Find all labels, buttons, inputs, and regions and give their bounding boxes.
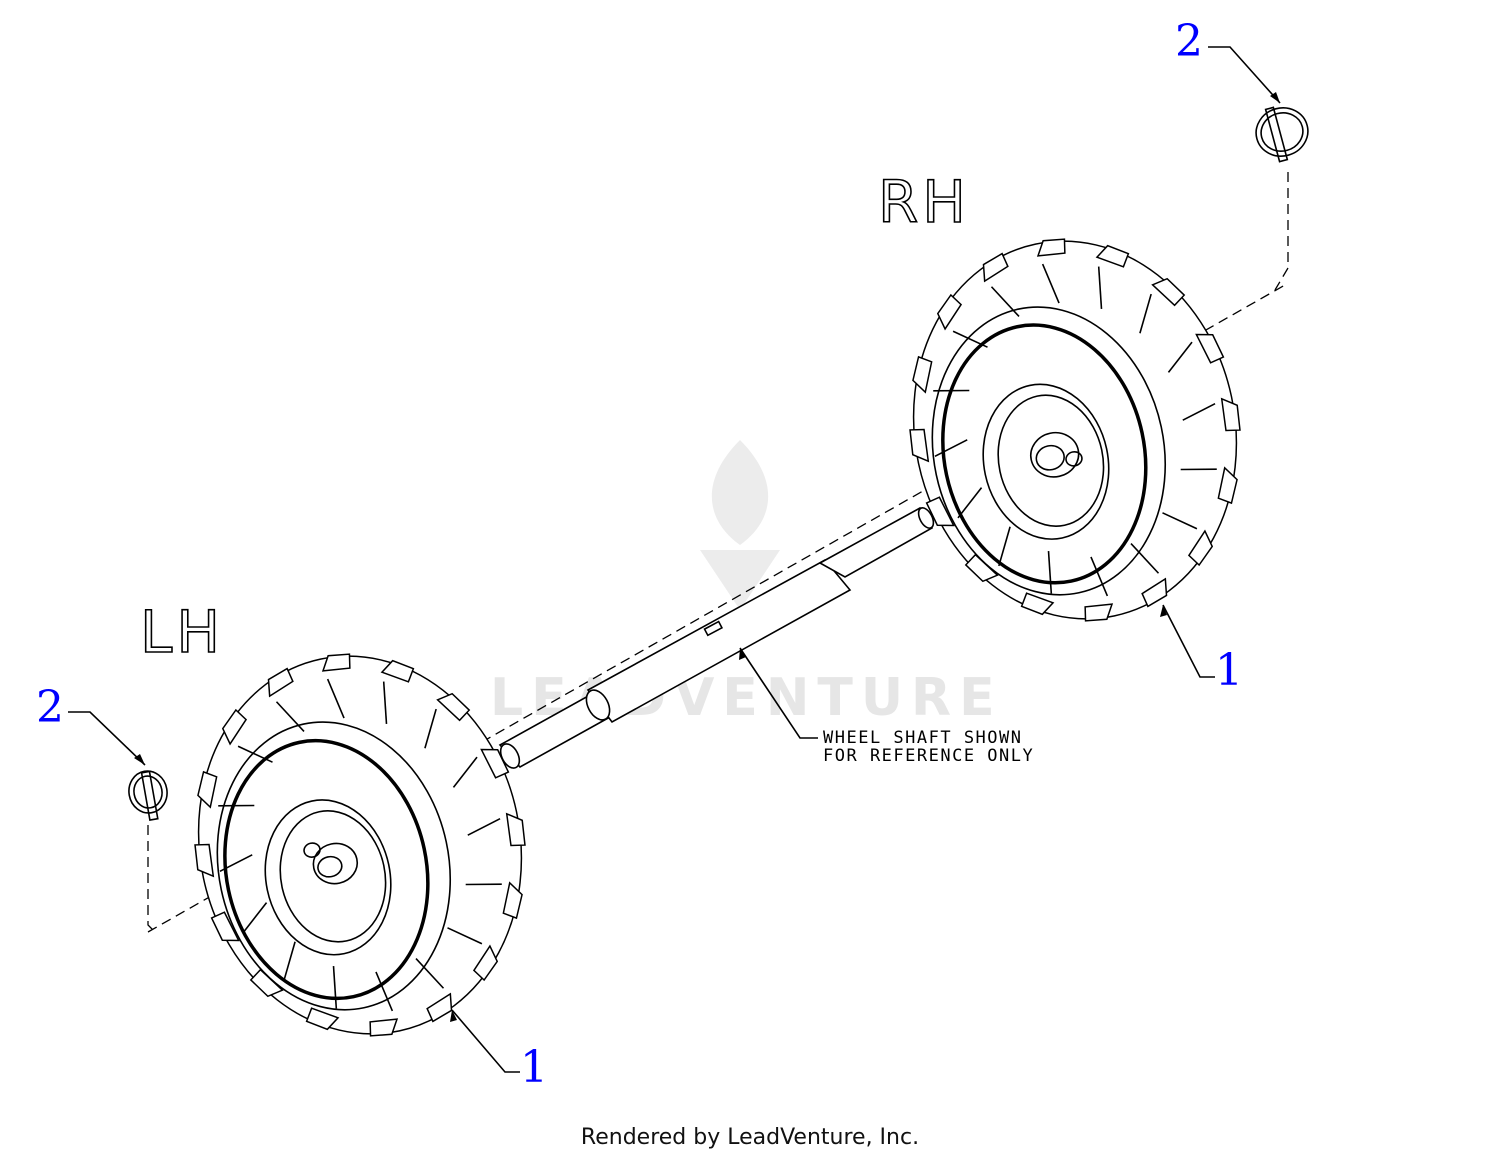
tread-groove — [326, 678, 345, 719]
watermark-flame-icon — [700, 440, 780, 610]
shaft-note-line1: WHEEL SHAFT SHOWN — [823, 728, 1023, 748]
tread-groove — [275, 701, 305, 732]
tread-groove — [452, 756, 478, 788]
lh-label: LH — [140, 598, 224, 666]
tread-lug — [480, 748, 510, 779]
tread-lug — [502, 881, 523, 920]
shaft-note-line2: FOR REFERENCE ONLY — [823, 746, 1034, 766]
tread-groove — [467, 817, 501, 836]
tread-lug — [1187, 529, 1214, 567]
tread-lug — [321, 653, 351, 672]
tread-groove — [332, 966, 338, 1009]
tread-groove — [1139, 293, 1152, 334]
lh-clip-path — [147, 825, 156, 933]
rh-tread-lugs — [909, 238, 1241, 622]
tread-lug — [267, 667, 294, 698]
leader-arrowheads — [134, 92, 1280, 1022]
tread-lug — [210, 911, 240, 942]
tread-lug — [912, 355, 933, 394]
tread-groove — [1167, 341, 1193, 373]
tread-groove — [415, 958, 445, 989]
tread-lug — [194, 843, 215, 878]
tread-groove — [1180, 468, 1217, 471]
callout-lh-wheel[interactable]: 1 — [520, 1042, 548, 1093]
tread-lug — [1141, 577, 1168, 608]
tread-groove — [1182, 402, 1216, 421]
tread-groove — [465, 883, 502, 886]
tread-lug — [1020, 592, 1055, 616]
tread-lug — [426, 992, 453, 1023]
callout-rh-pin[interactable]: 2 — [1175, 16, 1203, 67]
tread-groove — [934, 439, 968, 458]
lh-wheel[interactable] — [160, 623, 560, 1066]
tread-lug — [369, 1018, 399, 1037]
tread-groove — [424, 708, 437, 749]
tread-groove — [447, 927, 483, 945]
tread-lug — [936, 293, 963, 331]
tread-groove — [1041, 263, 1060, 304]
tread-lug — [909, 428, 930, 463]
tread-lug — [380, 659, 415, 683]
lh-tread-lugs — [194, 653, 526, 1037]
tread-lug — [982, 252, 1009, 283]
tread-lug — [1036, 238, 1066, 257]
tread-lug — [305, 1007, 340, 1031]
tread-groove — [375, 971, 394, 1012]
tread-groove — [1047, 551, 1053, 594]
footer-credit: Rendered by LeadVenture, Inc. — [581, 1125, 919, 1150]
tread-lug — [1217, 466, 1238, 505]
tread-groove — [1130, 543, 1160, 574]
tread-groove — [1097, 266, 1103, 309]
tread-groove — [382, 681, 388, 724]
rh-wheel[interactable] — [875, 208, 1275, 651]
wheel-shaft[interactable] — [497, 505, 937, 771]
tread-lug — [1220, 397, 1241, 432]
tread-lug — [197, 770, 218, 809]
tread-lug — [472, 944, 499, 982]
tread-groove — [242, 902, 268, 934]
tread-lug — [1095, 244, 1130, 268]
tread-groove — [990, 286, 1020, 317]
tread-lug — [1084, 603, 1114, 622]
tread-lug — [1195, 333, 1225, 364]
tread-lug — [436, 692, 471, 722]
rh-hairpin-clip[interactable] — [1250, 100, 1314, 166]
tread-lug — [925, 496, 955, 527]
tread-lug — [505, 812, 526, 847]
tread-groove — [1090, 556, 1109, 597]
leader-lines — [68, 46, 1281, 1073]
tread-groove — [998, 526, 1011, 567]
tread-lug — [221, 708, 248, 746]
callout-rh-wheel[interactable]: 1 — [1215, 645, 1243, 696]
tread-groove — [283, 941, 296, 982]
tread-groove — [1162, 512, 1198, 530]
lh-hairpin-clip[interactable] — [126, 768, 172, 823]
rh-clip-path — [1274, 172, 1289, 291]
tread-groove — [957, 487, 983, 519]
callout-lh-pin[interactable]: 2 — [36, 682, 64, 733]
rh-label: RH — [878, 168, 970, 236]
tread-lug — [1151, 277, 1186, 307]
